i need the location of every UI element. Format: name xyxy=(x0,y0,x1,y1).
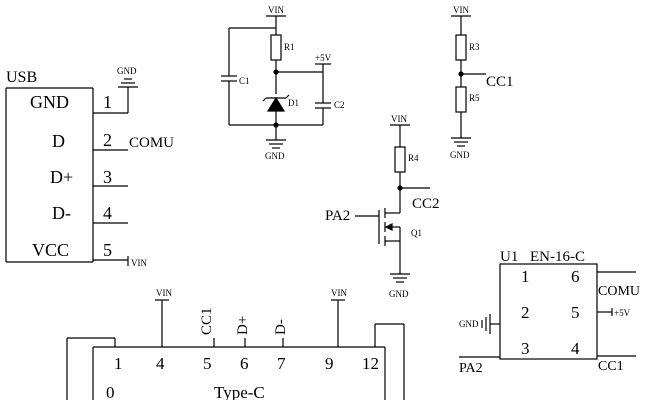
usb-title: USB xyxy=(6,69,37,86)
transistor-arrow xyxy=(384,223,393,231)
junction-dot-gnd xyxy=(273,122,279,128)
u1-pin-3: 3 xyxy=(521,339,530,358)
typec-vin-right-label: VIN xyxy=(331,288,347,298)
cc2-label: CC2 xyxy=(412,196,440,212)
u1-cc1-label: CC1 xyxy=(598,359,624,374)
typec-connector: VIN VIN CC1 D+ D- 1 4 5 6 7 9 12 0 Type-… xyxy=(66,288,405,400)
transistor-vin-label: VIN xyxy=(391,114,407,124)
usb-pin-name-dminus: D- xyxy=(52,203,71,223)
q1-label: Q1 xyxy=(411,228,422,238)
usb-pin-name-d: D xyxy=(52,131,65,151)
u1-part: EN-16-C xyxy=(530,249,585,265)
transistor-gnd-label: GND xyxy=(389,289,409,299)
resistor-r3 xyxy=(455,34,467,61)
resistor-r5 xyxy=(455,86,467,113)
typec-cc1-label: CC1 xyxy=(199,307,215,335)
r4-label: R4 xyxy=(408,153,419,163)
usb-pin-name-gnd: GND xyxy=(30,92,69,112)
u1-ref: U1 xyxy=(500,249,518,265)
typec-name: Type-C xyxy=(214,383,265,400)
u1-pa2-label: PA2 xyxy=(459,361,483,376)
u1-pin-6: 6 xyxy=(571,267,580,286)
resistor-r4 xyxy=(394,146,406,173)
diode-d1 xyxy=(266,96,286,112)
typec-pin-6: 6 xyxy=(240,354,249,373)
usb-pin-num-4: 4 xyxy=(103,203,112,223)
divider-cc1-label: CC1 xyxy=(486,74,514,90)
resistor-r1 xyxy=(270,34,282,61)
pa2-label: PA2 xyxy=(325,208,350,224)
d1-label: D1 xyxy=(288,98,299,108)
divider-circuit: VIN R3 CC1 R5 GND xyxy=(450,5,514,160)
typec-pin-12: 12 xyxy=(362,354,379,373)
usb-pin-num-1: 1 xyxy=(103,92,112,112)
regulator-gnd-label: GND xyxy=(265,151,285,161)
usb-vin-label: VIN xyxy=(131,258,147,268)
typec-left-pin: 0 xyxy=(106,383,115,400)
diode-d1-flag-2 xyxy=(262,97,267,102)
diode-d1-flag-1 xyxy=(285,94,290,99)
u1-pin-1: 1 xyxy=(521,267,530,286)
u1-component: U1 EN-16-C 1 2 3 4 5 6 COMU +5V CC1 GND … xyxy=(459,249,640,376)
typec-dminus-label: D- xyxy=(273,319,289,335)
r3-label: R3 xyxy=(469,42,480,52)
transistor-circuit: VIN R4 CC2 Q1 PA2 GND xyxy=(325,114,440,299)
typec-pin-9: 9 xyxy=(325,354,334,373)
regulator-vin-label: VIN xyxy=(268,5,284,15)
u1-5v-label: +5V xyxy=(614,308,631,318)
usb-comu-label: COMU xyxy=(129,135,174,151)
r5-label: R5 xyxy=(469,93,480,103)
typec-vin-left-label: VIN xyxy=(156,288,172,298)
typec-dplus-label: D+ xyxy=(235,316,251,335)
u1-pin-2: 2 xyxy=(521,303,530,322)
r1-label: R1 xyxy=(284,42,295,52)
usb-gnd-label: GND xyxy=(117,66,137,76)
junction-dot-r1 xyxy=(273,69,279,75)
c1-label: C1 xyxy=(239,76,250,86)
typec-pin-4: 4 xyxy=(156,354,165,373)
usb-pin-num-2: 2 xyxy=(103,130,112,150)
typec-pin-7: 7 xyxy=(277,354,286,373)
c2-label: C2 xyxy=(334,100,345,110)
u1-body xyxy=(499,263,598,360)
typec-pin-1: 1 xyxy=(114,354,123,373)
regulator-circuit: VIN R1 C1 +5V C2 D1 xyxy=(221,5,345,161)
plus5v-label: +5V xyxy=(315,53,332,63)
u1-pin-4: 4 xyxy=(571,339,580,358)
u1-gnd-label: GND xyxy=(459,319,479,329)
usb-pin-name-dplus: D+ xyxy=(50,167,73,187)
usb-pin-name-vcc: VCC xyxy=(32,240,69,260)
usb-connector: USB GND D D+ D- VCC 1 2 3 4 5 GND COMU V… xyxy=(5,66,174,268)
typec-pin-5: 5 xyxy=(203,354,212,373)
usb-pin-num-5: 5 xyxy=(103,240,112,260)
divider-vin-label: VIN xyxy=(453,5,469,15)
divider-gnd-label: GND xyxy=(450,150,470,160)
usb-pin-num-3: 3 xyxy=(103,167,112,187)
u1-pin-5: 5 xyxy=(571,303,580,322)
u1-comu-label: COMU xyxy=(598,284,640,299)
